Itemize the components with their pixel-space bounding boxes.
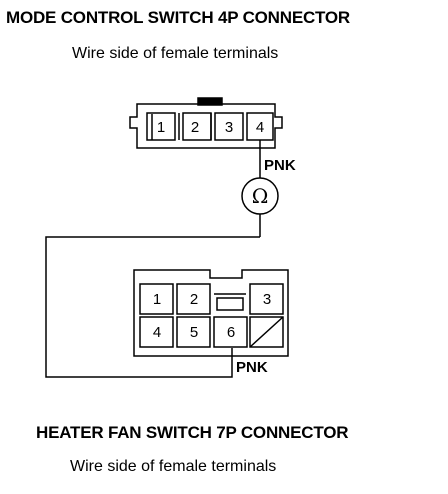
wire-path xyxy=(45,140,261,378)
pin-cell xyxy=(249,283,284,315)
pin-cell xyxy=(176,316,211,348)
pin-cell-blank xyxy=(249,316,284,348)
pin-label: 5 xyxy=(190,324,198,341)
heater-fan-7p-connector xyxy=(133,269,289,357)
wire-color-label-bottom: PNK xyxy=(236,359,268,376)
pin-label: 4 xyxy=(256,119,264,136)
wire-color-label-top: PNK xyxy=(264,157,296,174)
connector-7p-pin-labels: 1 2 3 4 5 6 xyxy=(153,291,271,341)
ohmmeter-icon: Ω xyxy=(241,177,279,215)
bottom-connector-title: HEATER FAN SWITCH 7P CONNECTOR xyxy=(36,423,349,442)
pin-label: 4 xyxy=(153,324,161,341)
pin-label: 1 xyxy=(157,119,165,136)
pin-cell xyxy=(139,316,174,348)
connector-4p-body xyxy=(129,103,283,149)
pin-cell xyxy=(176,283,211,315)
mode-control-4p-connector xyxy=(129,97,283,149)
connector-4p-latch xyxy=(197,97,223,106)
top-connector-subtitle: Wire side of female terminals xyxy=(72,45,279,62)
pin-label: 2 xyxy=(191,119,199,136)
pin-label: 2 xyxy=(190,291,198,308)
wire-segment xyxy=(45,236,260,378)
pin-cell xyxy=(213,316,248,348)
pin-label: 1 xyxy=(153,291,161,308)
pin-cell xyxy=(146,112,176,141)
pin-label: 3 xyxy=(263,291,271,308)
blank-cell-diagonal xyxy=(249,316,284,348)
pin-label: 3 xyxy=(225,119,233,136)
top-connector-title: MODE CONTROL SWITCH 4P CONNECTOR xyxy=(6,8,351,27)
pin-cell xyxy=(214,112,244,141)
bottom-connector-subtitle: Wire side of female terminals xyxy=(70,458,277,475)
pin-cell xyxy=(139,283,174,315)
connector-4p-pin-labels: 1 2 3 4 xyxy=(157,119,264,136)
pin-label: 6 xyxy=(227,324,235,341)
connector-7p-body xyxy=(133,269,289,357)
connector-7p-lock-tab xyxy=(216,297,244,311)
ohm-symbol: Ω xyxy=(252,184,269,208)
